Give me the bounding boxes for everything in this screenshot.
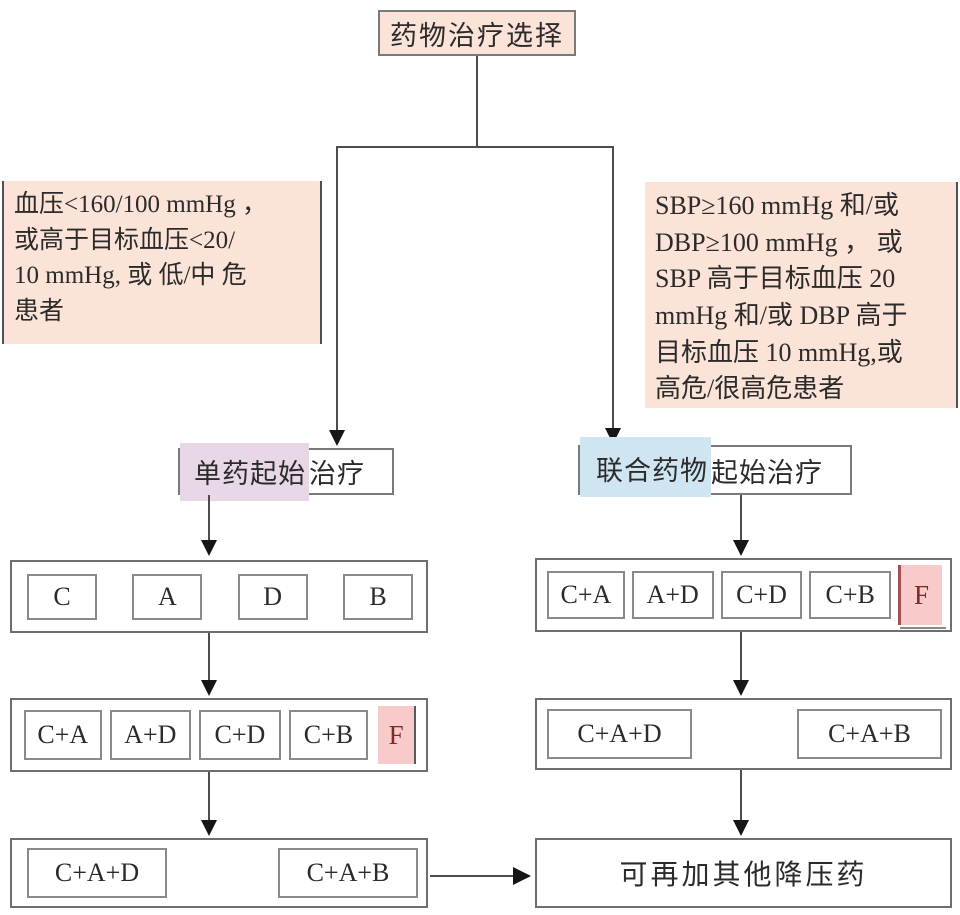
combo-two-drug-row: C+A A+D C+D C+B F (535, 558, 952, 632)
option-cell: A (132, 573, 203, 620)
mono-three-drug-row: C+A+D C+A+B (10, 838, 428, 908)
connector-branch-horizontal (336, 146, 614, 148)
condition-note-high-risk: SBP≥160 mmHg 和/或 DBP≥100 mmHg ， 或 SBP 高于… (645, 182, 958, 408)
connector-row3-to-final (430, 875, 514, 877)
condition-line: 目标血压 10 mmHg,或 (655, 337, 903, 367)
condition-line: 高危/很高危患者 (655, 374, 845, 404)
option-cell: C+A+D (27, 848, 167, 898)
option-cell: C+B (809, 571, 892, 619)
option-cell-f-highlight: F (378, 706, 417, 764)
connector-combo-to-row1 (740, 495, 742, 540)
option-cell: C (27, 573, 97, 620)
arrowhead-mono-row1 (201, 540, 217, 556)
option-cell: C+A (547, 571, 625, 619)
node-combination-start: 联合药物起始治疗 (578, 437, 852, 497)
combo-three-drug-row: C+A+D C+A+B (535, 698, 952, 770)
monotherapy-highlight: 单药起始 (180, 442, 309, 501)
condition-line: DBP≥100 mmHg ， 或 (655, 227, 903, 257)
option-cell: C+D (720, 571, 803, 619)
combination-highlight: 联合药物 (580, 437, 711, 497)
connector-row2-to-row3 (208, 772, 210, 820)
arrowhead-rrow1-rrow2 (733, 680, 749, 696)
option-cell: D (237, 573, 308, 620)
condition-line: 患者 (14, 297, 65, 325)
connector-root-vertical (476, 56, 478, 147)
condition-note-low-risk: 血压<160/100 mmHg ， 或高于目标血压<20/ 10 mmHg, 或… (2, 181, 322, 344)
connector-row1-to-row2 (208, 633, 210, 680)
condition-line: SBP≥160 mmHg 和/或 (655, 191, 899, 220)
arrowhead-row3-final (513, 867, 531, 885)
condition-line: 或高于目标血压<20/ (14, 226, 236, 254)
connector-right-branch (612, 146, 614, 429)
arrowhead-row2-row3 (201, 820, 217, 836)
option-cell-f-highlight: F (898, 565, 942, 625)
arrowhead-row1-row2 (201, 680, 217, 696)
f-underline-mark (900, 627, 946, 629)
arrowhead-left-branch (329, 430, 345, 446)
mono-single-drug-row: C A D B (10, 560, 428, 633)
condition-line: SBP 高于目标血压 20 (655, 264, 896, 294)
root-node-drug-therapy-selection: 药物治疗选择 (378, 10, 576, 56)
connector-rrow1-to-rrow2 (740, 632, 742, 680)
monotherapy-rest: 治疗 (309, 459, 365, 489)
option-cell: C+A+B (797, 709, 942, 759)
option-cell: C+D (199, 710, 281, 760)
arrowhead-combo-row1 (733, 540, 749, 556)
arrowhead-rrow2-final (733, 820, 749, 836)
node-monotherapy-start: 单药起始治疗 (178, 442, 394, 501)
option-cell: A+D (109, 710, 192, 760)
option-cell: C+A+B (278, 848, 418, 898)
option-cell: C+B (288, 710, 369, 760)
connector-rrow2-to-final (740, 770, 742, 820)
final-node-label: 可再加其他降压药 (619, 860, 868, 891)
option-cell: C+A (24, 710, 102, 760)
option-cell: A+D (631, 571, 714, 619)
connector-mono-to-row1 (208, 495, 210, 540)
condition-line: 10 mmHg, 或 低/中 危 (14, 262, 247, 289)
option-cell: C+A+D (547, 709, 692, 759)
option-cell: B (342, 573, 413, 620)
condition-line: mmHg 和/或 DBP 高于 (655, 300, 908, 330)
node-add-other-antihypertensives: 可再加其他降压药 (535, 838, 952, 908)
connector-left-branch (336, 146, 338, 431)
condition-line: 血压<160/100 mmHg ， (14, 191, 267, 218)
mono-two-drug-row: C+A A+D C+D C+B F (10, 698, 428, 772)
combination-rest: 起始治疗 (711, 457, 823, 488)
root-node-label: 药物治疗选择 (390, 20, 564, 51)
